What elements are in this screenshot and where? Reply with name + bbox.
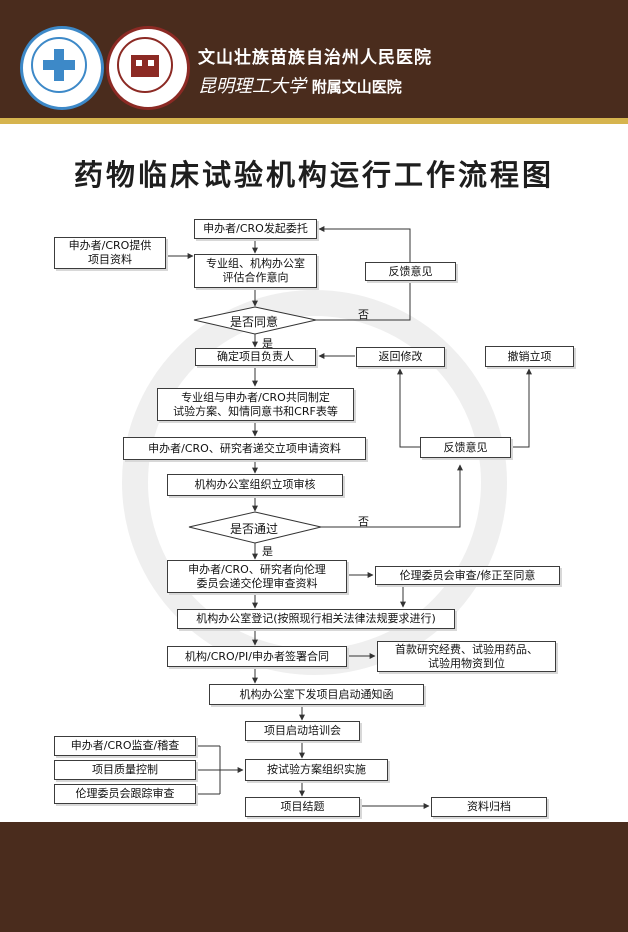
node-ethics-tracking: 伦理委员会跟踪审查 [54, 784, 196, 804]
node-sponsor-provide: 申办者/CRO提供 项目资料 [54, 237, 166, 269]
affiliated-label: 附属文山医院 [311, 78, 402, 96]
node-submit-application: 申办者/CRO、研究者递交立项申请资料 [123, 437, 366, 460]
node-ethics-review: 伦理委员会审查/修正至同意 [375, 566, 560, 585]
node-launch-notice: 机构办公室下发项目启动通知函 [209, 684, 424, 705]
university-name: 昆明理工大学 附属文山医院 [198, 72, 402, 98]
decision-agree-shape [193, 306, 317, 335]
hospital-name: 文山壮族苗族自治州人民医院 [198, 48, 432, 68]
node-cancel-project: 撤销立项 [485, 346, 574, 367]
node-sign-contract: 机构/CRO/PI/申办者签署合同 [167, 646, 347, 667]
university-logo [106, 26, 190, 110]
node-archive: 资料归档 [431, 797, 547, 817]
node-assign-pi: 确定项目负责人 [195, 348, 316, 366]
decision-agree-label: 是否同意 [230, 315, 279, 329]
node-feedback-2: 反馈意见 [420, 437, 511, 458]
no-label-1: 否 [358, 308, 369, 321]
node-prepare-protocol: 专业组与申办者/CRO共同制定 试验方案、知情同意书和CRF表等 [157, 388, 354, 421]
node-feedback-1: 反馈意见 [365, 262, 456, 281]
header-gold-line [0, 118, 628, 124]
node-launch-training: 项目启动培训会 [245, 721, 360, 741]
university-title: 昆明理工大学 [198, 76, 306, 97]
node-office-register: 机构办公室登记(按照现行相关法律法规要求进行) [177, 609, 455, 629]
footer-band [0, 822, 628, 932]
node-implement-protocol: 按试验方案组织实施 [245, 759, 388, 781]
yes-label-1: 是 [262, 337, 273, 350]
decision-pass-shape [188, 511, 322, 544]
node-ethics-submit: 申办者/CRO、研究者向伦理 委员会递交伦理审查资料 [167, 560, 347, 593]
decision-pass-label: 是否通过 [230, 522, 279, 536]
node-sponsor-initiate: 申办者/CRO发起委托 [194, 219, 317, 239]
page-title: 药物临床试验机构运行工作流程图 [73, 158, 554, 192]
node-return-revise: 返回修改 [356, 347, 445, 367]
yes-label-2: 是 [262, 545, 273, 558]
node-evaluate-intent: 专业组、机构办公室 评估合作意向 [194, 254, 317, 288]
hospital-logo [20, 26, 104, 110]
node-project-closure: 项目结题 [245, 797, 360, 817]
node-office-review: 机构办公室组织立项审核 [167, 474, 343, 496]
node-funds-materials: 首款研究经费、试验用药品、 试验用物资到位 [377, 641, 556, 672]
node-quality-control: 项目质量控制 [54, 760, 196, 780]
node-monitoring-audit: 申办者/CRO监查/稽查 [54, 736, 196, 756]
no-label-2: 否 [358, 515, 369, 528]
header-band [0, 0, 628, 118]
